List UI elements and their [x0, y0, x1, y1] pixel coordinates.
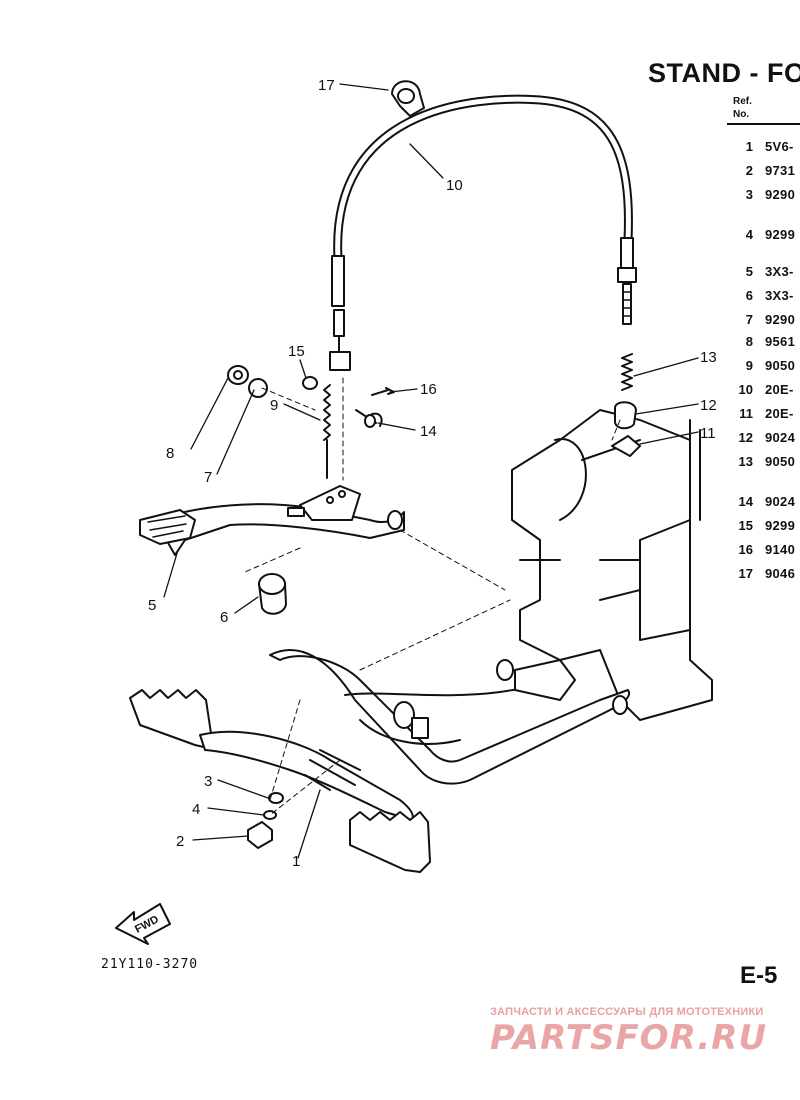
- part-number: 9299: [765, 518, 796, 533]
- footrest-bolt: [247, 821, 273, 849]
- table-row: 7 9290: [733, 312, 800, 330]
- table-row: 3 9290: [733, 187, 800, 205]
- cable-clamp: [391, 80, 425, 117]
- ref-number: 11: [739, 406, 753, 421]
- part-number: 5V6-: [765, 139, 794, 154]
- part-number: 9046: [765, 566, 796, 581]
- callout-6: 6: [220, 609, 228, 626]
- page-number: E-5: [740, 962, 778, 989]
- ref-number: 1: [745, 139, 753, 154]
- table-row: 12 9024: [733, 430, 800, 448]
- callout-12: 12: [700, 397, 717, 414]
- ref-header-line1: Ref.: [733, 96, 752, 107]
- table-row: 6 3X3-: [733, 288, 800, 306]
- table-row: 11 20E-: [733, 406, 800, 424]
- callout-16: 16: [420, 381, 437, 398]
- table-row: 9 9050: [733, 358, 800, 376]
- watermark-subtitle: ЗАПЧАСТИ И АКСЕССУАРЫ ДЛЯ МОТОТЕХНИКИ: [490, 1006, 764, 1018]
- pedal-bushing: [258, 573, 286, 595]
- table-row: 8 9561: [733, 334, 800, 352]
- table-row: 1 5V6-: [733, 139, 800, 157]
- ref-number: 14: [738, 494, 753, 509]
- ref-number: 10: [738, 382, 753, 397]
- ref-number: 7: [745, 312, 753, 327]
- ref-number: 8: [745, 334, 753, 349]
- ref-number: 9: [745, 358, 753, 373]
- footrest-left: [129, 689, 213, 749]
- part-number: 3X3-: [765, 264, 794, 279]
- ref-no-header: Ref. No.: [733, 95, 752, 121]
- callout-17: 17: [318, 77, 335, 94]
- table-row: 2 9731: [733, 163, 800, 181]
- table-row: 13 9050: [733, 454, 800, 472]
- part-number: 9299: [765, 227, 796, 242]
- ref-number: 17: [738, 566, 753, 581]
- part-number: 9290: [765, 187, 796, 202]
- part-number: 9140: [765, 542, 796, 557]
- table-row: 17 9046: [733, 566, 800, 584]
- callout-3: 3: [204, 773, 212, 790]
- part-number: 20E-: [765, 382, 794, 397]
- watermark-brand: PARTSFOR.RU: [490, 1018, 768, 1058]
- page-title: STAND - FOO: [648, 58, 800, 88]
- ref-number: 3: [745, 187, 753, 202]
- table-row: 16 9140: [733, 542, 800, 560]
- fwd-arrow: [115, 903, 171, 945]
- callout-2: 2: [176, 833, 184, 850]
- table-row: 4 9299: [733, 227, 800, 245]
- ref-number: 12: [738, 430, 753, 445]
- part-number: 9290: [765, 312, 796, 327]
- brake-cable: [333, 94, 633, 263]
- callout-5: 5: [148, 597, 156, 614]
- callout-13: 13: [700, 349, 717, 366]
- callout-9: 9: [270, 397, 278, 414]
- callout-15: 15: [288, 343, 305, 360]
- part-number: 9561: [765, 334, 796, 349]
- callout-1: 1: [292, 853, 300, 870]
- return-spring: [323, 384, 331, 479]
- ref-number: 16: [738, 542, 753, 557]
- callout-8: 8: [166, 445, 174, 462]
- callout-11: 11: [700, 425, 716, 442]
- part-number: 9050: [765, 358, 796, 373]
- table-row: 5 3X3-: [733, 264, 800, 282]
- main-stand: [269, 649, 630, 785]
- drawing-code: 21Y110-3270: [101, 957, 199, 972]
- part-number: 3X3-: [765, 288, 794, 303]
- ref-number: 2: [745, 163, 753, 178]
- callout-10: 10: [446, 177, 463, 194]
- part-number: 9024: [765, 430, 796, 445]
- ref-number: 15: [738, 518, 753, 533]
- part-number: 9024: [765, 494, 796, 509]
- header-divider: [727, 123, 800, 125]
- ref-number: 5: [745, 264, 753, 279]
- part-number: 20E-: [765, 406, 794, 421]
- table-row: 10 20E-: [733, 382, 800, 400]
- cable-spring: [621, 353, 633, 391]
- table-row: 14 9024: [733, 494, 800, 512]
- callout-7: 7: [204, 469, 212, 486]
- table-row: 15 9299: [733, 518, 800, 536]
- callout-4: 4: [192, 801, 200, 818]
- part-number: 9731: [765, 163, 796, 178]
- ref-number: 13: [738, 454, 753, 469]
- callout-14: 14: [420, 423, 437, 440]
- ref-number: 6: [745, 288, 753, 303]
- part-number: 9050: [765, 454, 796, 469]
- ref-header-line2: No.: [733, 109, 750, 120]
- ref-number: 4: [745, 227, 753, 242]
